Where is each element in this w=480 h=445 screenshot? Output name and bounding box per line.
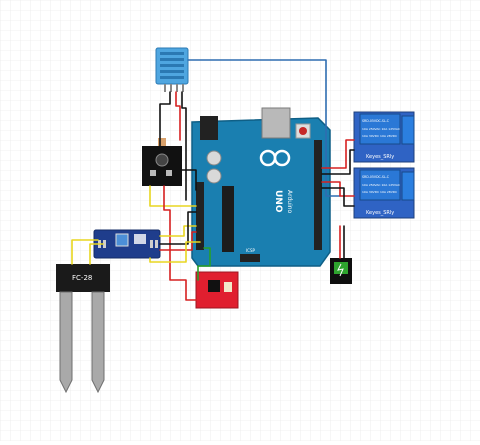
header-power-analog [196, 182, 204, 250]
relay-label-2: Keyes_SRly [366, 210, 394, 216]
icsp-label: ICSP [246, 248, 256, 253]
relay-cube-text-2a: 10A 250VAC 10A 125VAC [362, 183, 400, 187]
photoresistor [158, 138, 166, 146]
usb-port [261, 107, 291, 139]
relay-cube-text-1a: 10A 250VAC 10A 125VAC [362, 127, 400, 131]
relay-module-1: SRD-05VDC-SL-C 10A 250VAC 10A 125VAC 10A… [353, 111, 415, 163]
relay-module-2: SRD-05VDC-SL-C 10A 250VAC 10A 125VAC 10A… [353, 167, 415, 219]
relay-cube-label-1: SRD-05VDC-SL-C [362, 119, 390, 123]
arduino-logo [259, 149, 291, 167]
relay-cube-text-1b: 10A 30VDC 10A 28VDC [362, 134, 397, 138]
moisture-sensor-module [93, 229, 161, 259]
moisture-probe: FC-28 [56, 264, 110, 394]
relay-cube-1 [359, 113, 401, 145]
header-digital [314, 140, 322, 250]
relay-cube-2 [359, 169, 401, 201]
reset-button [299, 127, 307, 135]
probe-label: FC-28 [72, 274, 92, 282]
battery-indicator [334, 262, 348, 274]
driver-module [195, 271, 239, 309]
relay-cube-text-2b: 10A 30VDC 10A 28VDC [362, 190, 397, 194]
atmega-chip [222, 186, 234, 252]
light-sensor-module [142, 138, 182, 186]
arduino-uno-board: ICSP UNO Arduino [191, 107, 331, 267]
battery-jack [330, 258, 352, 284]
uno-label: UNO [273, 190, 283, 213]
dht-sensor [155, 47, 189, 92]
wires [71, 59, 355, 301]
relay-label-1: Keyes_SRly [366, 154, 394, 160]
dc-power-jack [200, 116, 218, 140]
relay-cube-label-2: SRD-05VDC-SL-C [362, 175, 390, 179]
arduino-brand-label: Arduino [286, 190, 293, 214]
icsp-header [240, 254, 260, 262]
